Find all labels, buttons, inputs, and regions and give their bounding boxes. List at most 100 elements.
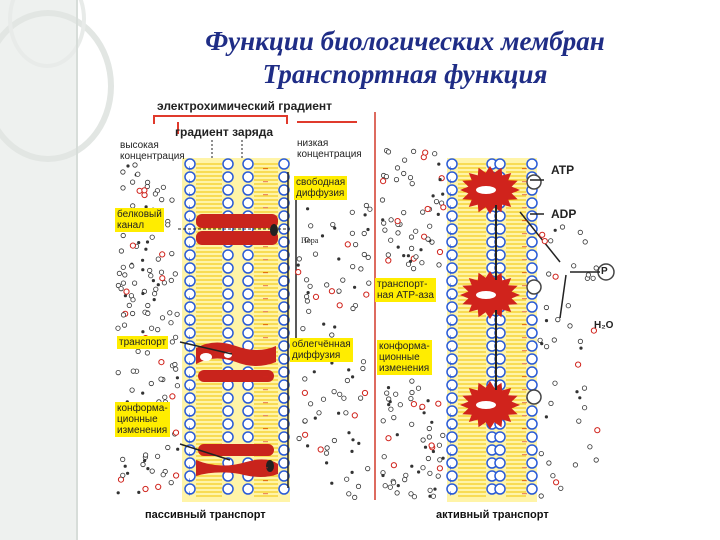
- lipid-head: [184, 392, 196, 404]
- molecule: [382, 227, 388, 233]
- molecule: [436, 442, 442, 448]
- lipid-head: [526, 353, 538, 365]
- ion: [159, 251, 166, 258]
- lipid-head: [184, 249, 196, 261]
- lipid-head: [526, 457, 538, 469]
- plus-sign: +: [187, 489, 192, 498]
- lipid-head: [526, 470, 538, 482]
- lipid-head: [526, 301, 538, 313]
- ion: [302, 431, 309, 438]
- lipid-head: [446, 158, 458, 170]
- molecule: [165, 444, 171, 451]
- molecule: [325, 461, 329, 465]
- lipid-head: [242, 314, 254, 326]
- minus-sign: –: [522, 241, 527, 251]
- lipid-head: [446, 301, 458, 313]
- molecule: [145, 240, 150, 244]
- molecule: [331, 437, 337, 444]
- lipid-head: [446, 392, 458, 404]
- molecule: [575, 390, 579, 394]
- molecule: [132, 162, 138, 168]
- molecule: [393, 177, 400, 183]
- molecule: [312, 370, 316, 374]
- molecule: [169, 197, 175, 203]
- lipid-head: [222, 197, 234, 209]
- molecule: [413, 254, 419, 260]
- molecule: [312, 251, 319, 257]
- molecule: [395, 230, 401, 236]
- ion: [173, 472, 180, 479]
- molecule: [543, 304, 550, 311]
- high-concentration-label: высокая концентрация: [120, 140, 185, 162]
- molecule: [141, 391, 145, 395]
- lipid-head: [446, 210, 458, 222]
- plus-sign: +: [187, 177, 192, 186]
- ion: [159, 275, 166, 282]
- molecule: [410, 148, 417, 154]
- molecule: [152, 291, 158, 297]
- molecule: [349, 209, 355, 215]
- molecule: [115, 325, 121, 331]
- facilitated-diffusion-label: облегчённая диффузия: [290, 338, 353, 362]
- lipid-head: [278, 444, 290, 456]
- plus-sign: +: [187, 281, 192, 290]
- lipid-head: [242, 288, 254, 300]
- ion: [141, 187, 148, 194]
- molecule: [546, 460, 552, 466]
- transport-atpase-label: транспорт- ная ATP-аза: [375, 278, 436, 302]
- molecule: [123, 464, 127, 468]
- minus-sign: –: [522, 449, 527, 459]
- molecule: [585, 272, 592, 278]
- molecule: [126, 471, 130, 475]
- molecule: [306, 308, 312, 314]
- molecule: [579, 346, 583, 350]
- lipid-head: [222, 483, 234, 495]
- lipid-head: [278, 301, 290, 313]
- molecule: [350, 305, 356, 312]
- molecule: [307, 283, 313, 289]
- phosphate-icon: [526, 174, 542, 190]
- minus-sign: –: [522, 280, 527, 290]
- minus-sign: –: [263, 319, 268, 329]
- minus-sign: –: [263, 293, 268, 303]
- plus-sign: +: [448, 177, 453, 186]
- molecule: [148, 273, 154, 279]
- molecule: [387, 484, 393, 490]
- molecule: [296, 256, 302, 262]
- lipid-head: [526, 197, 538, 209]
- plus-sign: +: [187, 190, 192, 199]
- minus-sign: –: [522, 384, 527, 394]
- lipid-head: [242, 301, 254, 313]
- molecule: [330, 481, 334, 485]
- molecule: [572, 462, 579, 468]
- molecule: [363, 202, 369, 209]
- molecule: [135, 348, 141, 354]
- lipid-head: [278, 249, 290, 261]
- molecule: [118, 248, 125, 254]
- molecule: [363, 213, 367, 217]
- lipid-head: [242, 405, 254, 417]
- minus-sign: –: [263, 358, 268, 368]
- molecule: [302, 376, 308, 382]
- molecule: [552, 380, 558, 386]
- molecule: [379, 197, 386, 203]
- molecule: [155, 326, 161, 333]
- lipid-head: [222, 405, 234, 417]
- molecule: [140, 461, 146, 468]
- molecule: [387, 403, 391, 407]
- molecule: [431, 449, 435, 454]
- molecule: [336, 288, 342, 294]
- molecule: [352, 242, 359, 248]
- lipid-head: [446, 314, 458, 326]
- plus-sign: +: [187, 372, 192, 381]
- molecule: [367, 206, 373, 212]
- lipid-head: [184, 171, 196, 183]
- molecule: [344, 476, 350, 482]
- pump-pocket: [476, 291, 496, 299]
- molecule: [175, 376, 179, 380]
- molecule: [147, 267, 153, 274]
- pore-label: Пора: [301, 236, 319, 245]
- molecule: [551, 337, 557, 343]
- molecule: [538, 450, 544, 457]
- minus-sign: –: [263, 488, 268, 498]
